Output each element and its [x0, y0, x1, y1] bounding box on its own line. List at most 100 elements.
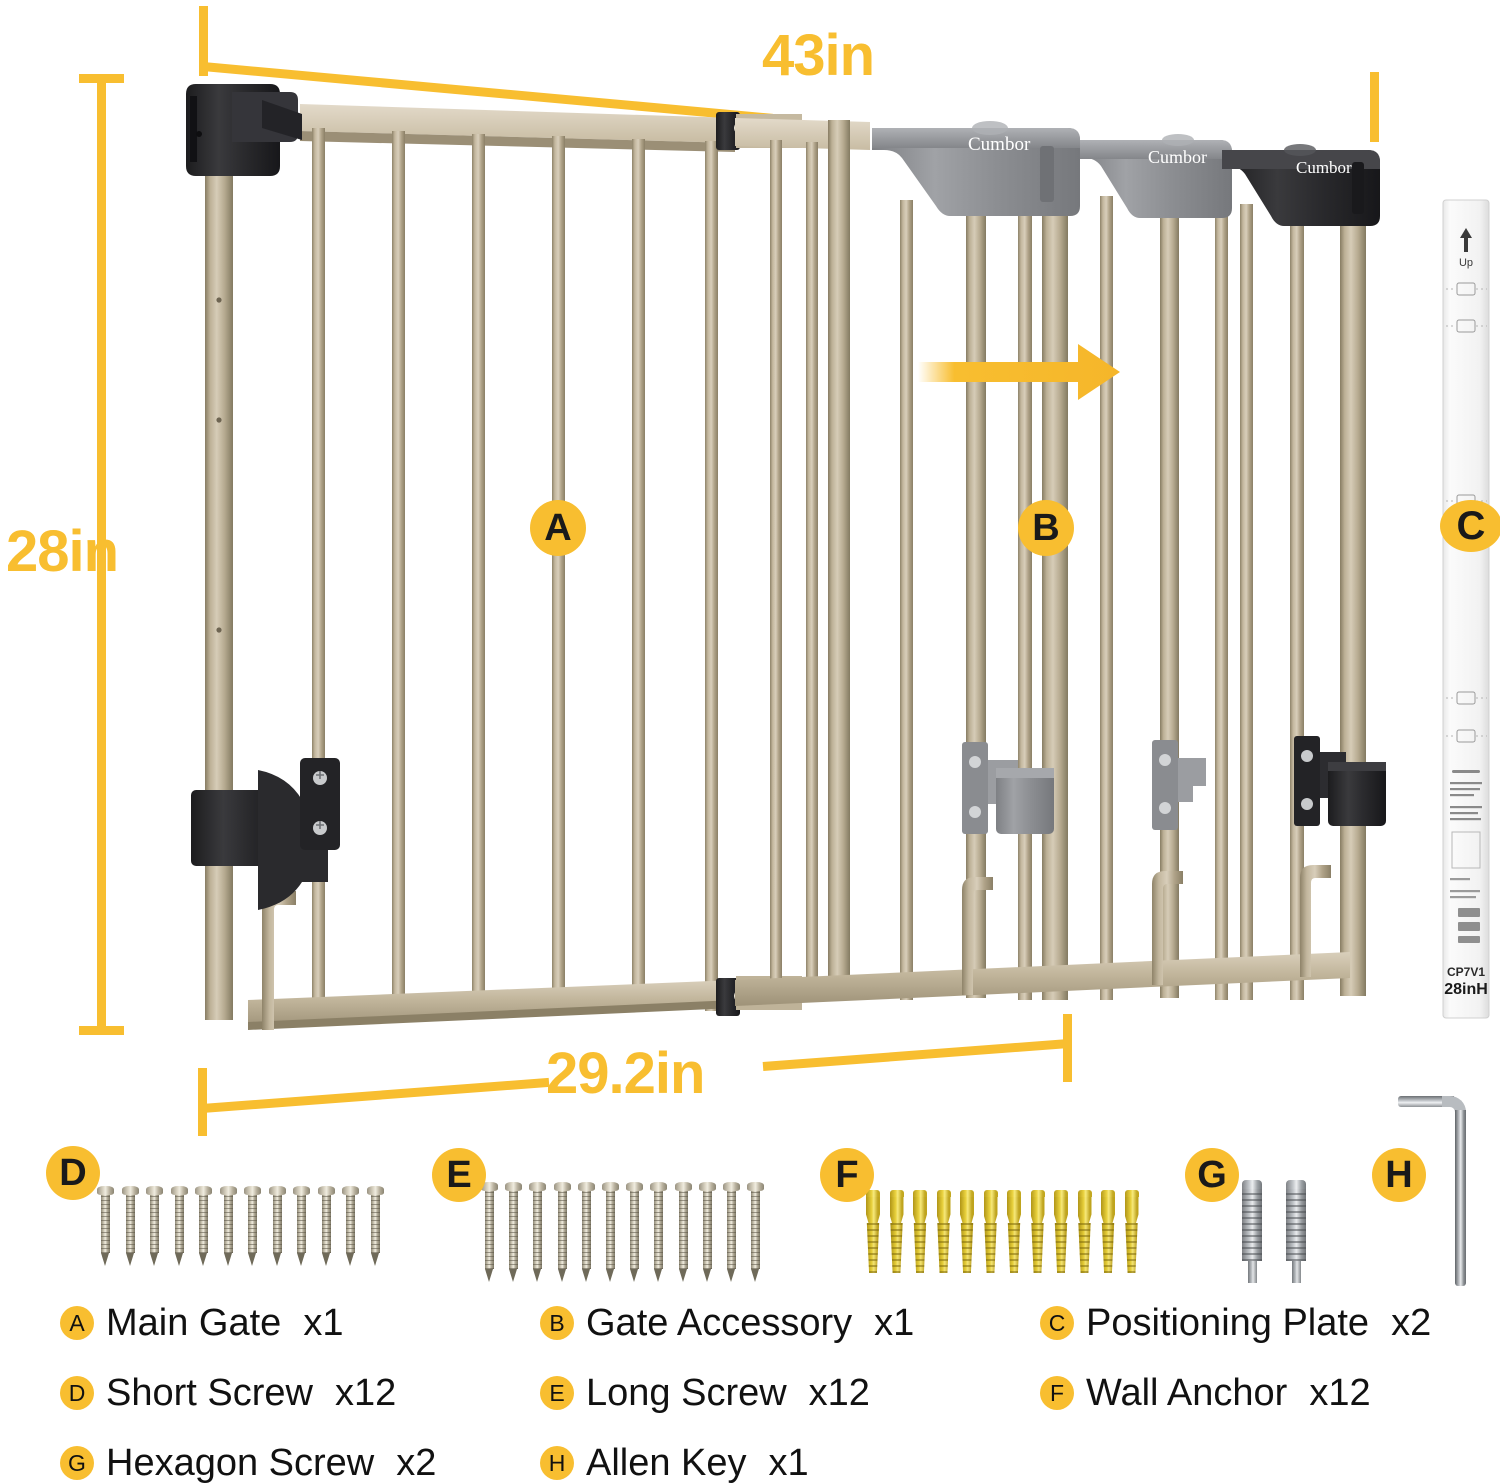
wall-anchor	[913, 1190, 927, 1273]
short-screw	[317, 1186, 335, 1266]
callout-badge-h: H	[1372, 1148, 1426, 1202]
width-dimension-tick-right	[1370, 72, 1379, 142]
allen-key-elbow	[1442, 1096, 1466, 1122]
callout-badge-b: B	[1018, 500, 1074, 556]
long-screw	[481, 1182, 498, 1282]
legend-part-qty: x12	[334, 1371, 397, 1414]
plate-height-code: 28inH	[1444, 981, 1488, 998]
legend-part-name: Long Screw	[586, 1371, 787, 1414]
allen-key	[1398, 1096, 1488, 1286]
extension-foot-hook	[1300, 865, 1331, 977]
wall-anchor	[1101, 1190, 1115, 1273]
legend-part-qty: x1	[768, 1441, 809, 1483]
main-gate-section	[186, 84, 802, 1030]
long-screw	[722, 1182, 740, 1282]
callout-badge-d: D	[46, 1146, 100, 1200]
extension-bar	[1100, 196, 1113, 1000]
positioning-plate: Up	[1442, 199, 1490, 1019]
long-screw-group	[481, 1182, 765, 1282]
callout-badge-a: A	[530, 500, 586, 556]
gate-accessory-section: Cumbor Cumbor Cumbor	[735, 118, 1386, 1006]
gate-width-dimension-tick-left	[198, 1068, 207, 1136]
short-screw	[195, 1186, 212, 1266]
legend-badge-g: G	[60, 1446, 94, 1480]
short-screw	[366, 1186, 384, 1266]
long-screw	[698, 1182, 716, 1282]
legend-part-qty: x2	[396, 1441, 437, 1483]
gate-bottom-rail-edge	[248, 1000, 735, 1030]
gate-left-post	[205, 140, 233, 1020]
legend-part-qty: x1	[303, 1301, 344, 1344]
wall-anchor-group	[866, 1190, 1139, 1273]
brand-label-3: Cumbor	[1296, 158, 1352, 177]
accessory-housing-black	[1222, 144, 1380, 226]
extension-bar	[1018, 196, 1032, 1000]
wall-anchor	[1030, 1190, 1045, 1273]
width-dimension-tick-left	[199, 6, 208, 76]
accessory-housing-gray-2	[1080, 134, 1232, 218]
post-hole	[216, 417, 222, 423]
gate-bars	[312, 128, 718, 1011]
wall-anchor	[1124, 1190, 1139, 1273]
brand-label-2: Cumbor	[1148, 147, 1207, 167]
extension-bar	[900, 200, 913, 1000]
long-screw	[577, 1182, 595, 1282]
callout-badge-e: E	[432, 1148, 486, 1202]
wall-anchor	[866, 1190, 880, 1273]
bottom-left-hinge-bracket	[191, 758, 340, 910]
height-dimension-label: 28in	[6, 519, 119, 584]
legend-badge-h: H	[540, 1446, 574, 1480]
legend-badge-c: C	[1040, 1306, 1074, 1340]
gate-bottom-rail	[248, 980, 735, 1028]
legend-part-qty: x1	[874, 1301, 915, 1344]
short-screw	[170, 1186, 188, 1266]
legend-badge-a: A	[60, 1306, 94, 1340]
long-screw	[505, 1182, 523, 1282]
hexagon-screw	[1242, 1180, 1262, 1283]
legend-badge-f: F	[1040, 1376, 1074, 1410]
long-screw	[529, 1182, 547, 1282]
short-screw	[121, 1186, 139, 1266]
short-screw	[268, 1186, 286, 1266]
top-left-hinge-bracket	[186, 84, 302, 176]
allen-key-long-arm	[1455, 1110, 1466, 1286]
legend-item-b: B Gate Accessory x1	[540, 1302, 1040, 1345]
callout-badge-f: F	[820, 1148, 874, 1202]
legend-part-qty: x2	[1391, 1301, 1432, 1344]
legend-badge-d: D	[60, 1376, 94, 1410]
long-screw	[747, 1182, 765, 1282]
short-screw	[146, 1186, 163, 1266]
post-hole	[216, 627, 222, 633]
wall-anchor	[889, 1190, 904, 1273]
legend-part-name: Wall Anchor	[1086, 1371, 1288, 1414]
height-dimension-cap-bottom	[79, 1026, 124, 1035]
legend-part-qty: x12	[1309, 1371, 1371, 1414]
gate-top-rail	[300, 104, 735, 143]
extension-foot-hook	[962, 877, 993, 995]
gate-foot-hook-left	[262, 891, 296, 1030]
legend-part-name: Gate Accessory	[586, 1301, 853, 1344]
legend-badge-e: E	[540, 1376, 574, 1410]
long-screw	[650, 1182, 668, 1282]
legend-part-name: Hexagon Screw	[106, 1441, 375, 1483]
legend-badge-b: B	[540, 1306, 574, 1340]
legend-part-name: Short Screw	[106, 1371, 313, 1414]
extension-bar	[806, 142, 818, 1002]
long-screw	[626, 1182, 644, 1282]
short-screw	[293, 1186, 310, 1266]
short-screw	[342, 1186, 359, 1266]
gate-top-rail-shadow	[300, 131, 735, 152]
short-screw	[219, 1186, 237, 1266]
allen-key-short-arm	[1398, 1096, 1454, 1107]
wall-anchor	[1007, 1190, 1021, 1273]
extension-bar	[1240, 204, 1253, 1000]
height-dimension-line	[97, 78, 106, 1033]
accessory-mount-bracket-gray-2	[1152, 740, 1206, 830]
legend-row: D Short Screw x12 E Long Screw x12 F Wall Ancho…	[60, 1358, 1480, 1428]
wall-anchor	[1077, 1190, 1092, 1273]
extension-post	[1042, 170, 1068, 1000]
